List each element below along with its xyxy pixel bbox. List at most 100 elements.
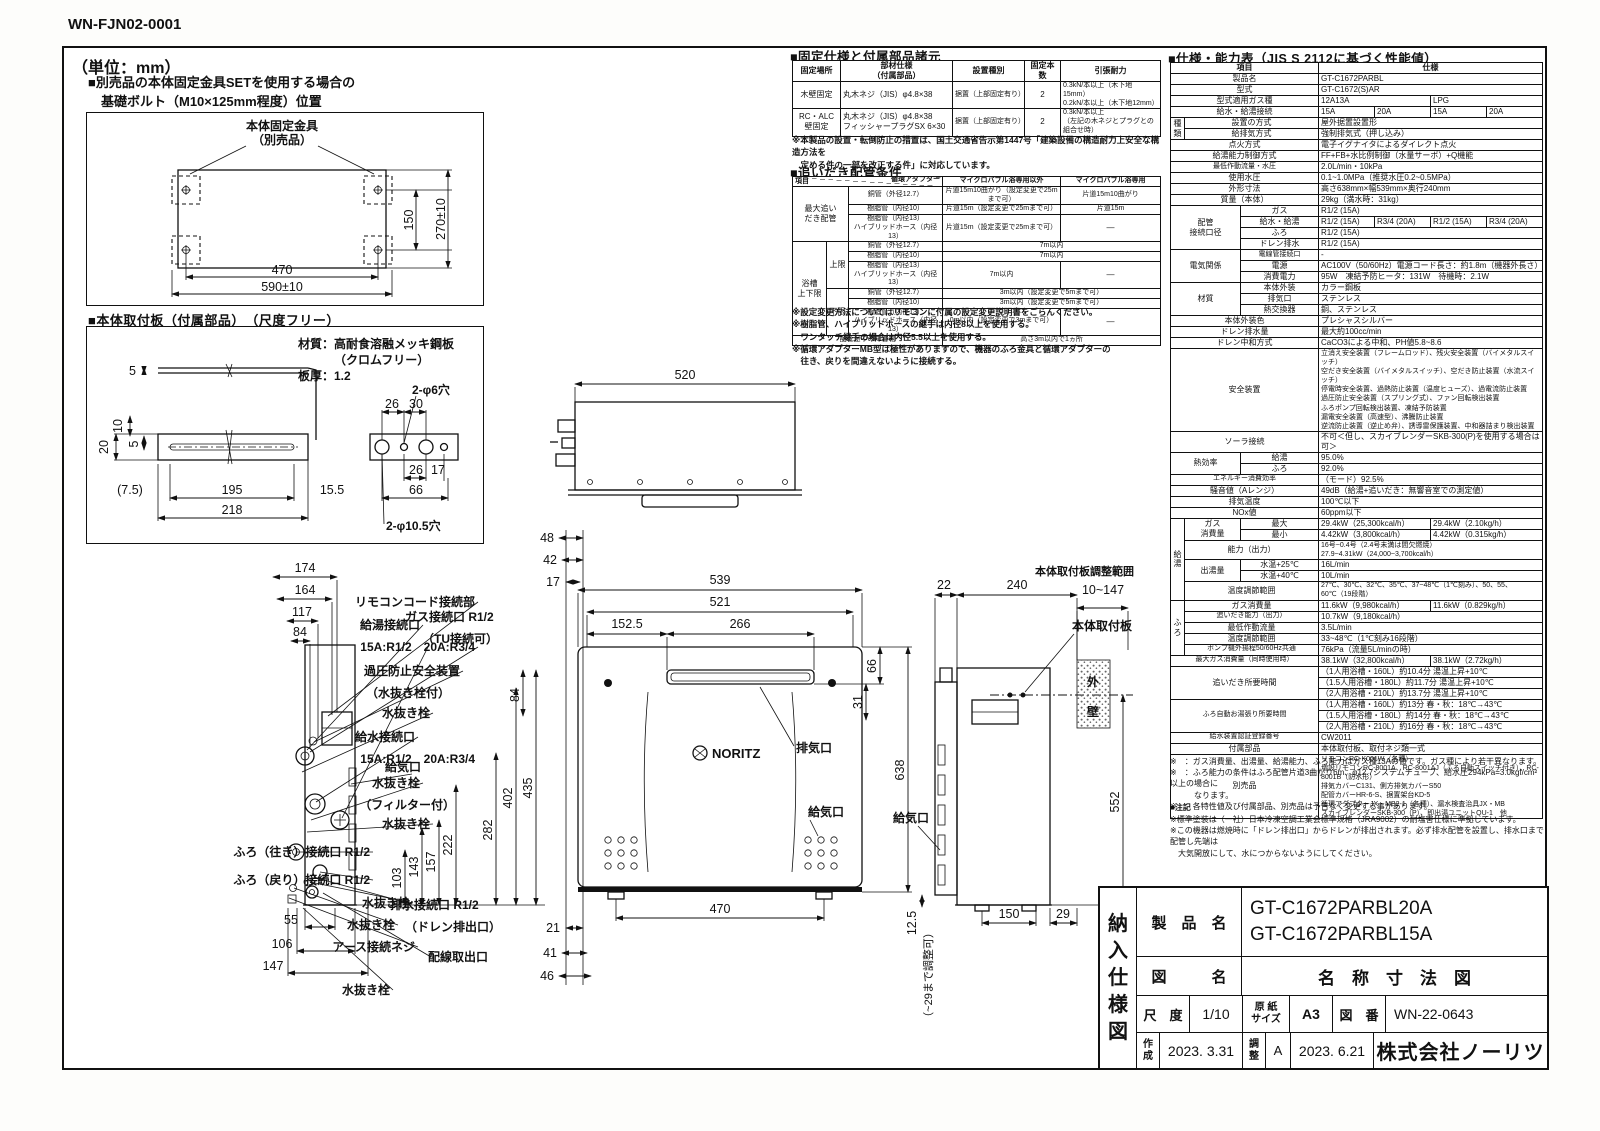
dim-117: 117 [292,605,312,619]
chuki-notes: ※標準塗装は（一社）日本冷凍空調工業会標準規格（JRA9002）の耐塩害仕様に準… [1170,814,1545,859]
plate-material-line2: （クロムフリー） [334,352,429,367]
table-cell: NOx値 [1170,506,1319,519]
table-cell: （2人用浴槽・210L）約16分 春・秋：18℃→43℃ [1318,720,1543,733]
table-cell: 固定場所 [792,60,841,82]
table-cell: 7m以内 [942,251,1162,262]
table-cell: 樹脂管（内径10） [847,204,944,215]
table-cell: 10.7kW（9,180kcal/h） [1318,610,1543,623]
table-cell: 排気温度 [1170,495,1319,508]
dim-470: 470 [272,263,293,277]
table-cell: 屋外据置設置形 [1318,117,1543,129]
table-cell: 給湯 [1240,451,1319,464]
table-cell: 0m以内（設定変更で3mまで可） [942,307,1062,336]
table-cell: 温度調節範囲 [1184,581,1319,601]
table-cell: CW2011 [1318,731,1543,744]
table-cell: 配管 接続口径 [1170,205,1241,250]
table-cell: ポンプ機外揚程50/60Hz共通 [1184,643,1319,656]
table-cell: 38.1kW（2.72kg/h） [1430,654,1543,667]
product-name-label: 製 品 名 [1137,888,1242,956]
anchor-bolt-diagram: 本体固定金具 （別売品） 150 270±10 470 590±10 [171,118,452,297]
dim-164: 164 [295,583,316,597]
table-cell: ― [1060,213,1162,243]
table-cell: 11.6kW（9,980kcal/h） [1318,599,1431,612]
table-cell: 銅、ステンレス [1318,304,1543,316]
dim-282: 282 [481,820,495,841]
top-view-screws [587,479,788,485]
table-cell: 据置（上部固定有り） [952,108,1025,137]
table-cell: - [1318,249,1543,261]
table-cell: 設置種別 [952,60,1025,82]
table-cell: 4.42kW（0.315kg/h） [1430,528,1543,541]
table-cell: 3.5L/min [1318,621,1543,634]
table-cell: 最大追い だき配管 [792,185,849,243]
table-cell: 固定本数 [1024,60,1061,82]
dim-106: 106 [272,937,293,951]
table-cell: （1人用浴槽・160L）約10.4分 湯温上昇+10℃ [1318,665,1543,678]
table-cell: 型式 [1170,84,1319,96]
note-line: ※標準塗装は（一社）日本冷凍空調工業会標準規格（JRA9002）の耐塩害仕様に準… [1170,815,1521,824]
noritz-logo: NORITZ [692,745,760,761]
label-furo-modori: ふろ（戻り）接続口 R1/2 [233,872,370,887]
table-cell: 付属部品 [1170,742,1319,755]
front-view-dims: 539 521 152.5 266 48 42 17 66 31 638 [540,530,912,985]
dim-157: 157 [424,852,438,873]
table-cell: 高さ638mm×幅539mm×奥行240mm [1318,183,1543,195]
table-cell: 29.4kW（25,300kcal/h） [1318,517,1431,530]
table-cell: 型式適用ガス種 [1170,95,1319,107]
table-cell: ソーラ接続 [1170,430,1319,453]
label-wiring: 配線取出口 [428,949,488,964]
label-kyuto-size: 15A:R1/2 20A:R3/4 [360,640,475,654]
dim-55: 55 [284,913,298,927]
table-cell: ステンレス [1318,293,1543,305]
drawing-name-value: 名 称 寸 法 図 [1318,968,1471,988]
table-cell: 最低作動流量・水圧 [1170,161,1319,173]
table-cell: R1/2 (15A) [1318,227,1543,239]
dim-103: 103 [390,868,404,889]
table-cell: 樹脂管（内径13） ハイブリッドホース（内径13） [847,260,944,290]
top-view-drawing: 520 [550,368,802,508]
label-drain2: （ドレン排出口） [405,919,501,934]
table-cell: 給水・給湯接続 [1170,106,1319,118]
table-cell: 追いだき所要時間 [1170,665,1319,700]
table-cell: 最大 [1240,517,1319,530]
table-cell: 0.1~1.0MPa（推奨水圧0.2~0.5MPa） [1318,172,1543,184]
label-mizunuki-filter: 水抜き栓 [372,775,420,790]
table-cell: 木壁固定 [792,80,841,110]
side-view-height-dims: 103 143 157 222 282 402 435 84 [357,669,545,906]
dim-plate-17: 17 [431,463,445,477]
dim-521: 521 [710,595,731,609]
table-cell: 最大ガス消費量（同時使用時） [1170,654,1319,667]
table-cell: 15A [1318,106,1375,118]
table-cell: 点火方式 [1170,139,1319,151]
table-cell: 95W 凍結予防ヒータ：131W 待機時：2.1W [1318,271,1543,283]
label-remocon: リモコンコード接続部 [355,594,475,609]
label-furo-iki: ふろ（往き）接続口 R1/2 [233,844,370,859]
table-cell: 33~48℃（1℃刻み16段階） [1318,632,1543,645]
table-cell: 能力（出力） [1184,539,1319,561]
dim-143: 143 [407,857,421,878]
table-cell: 強制排気式（押し込み） [1318,128,1543,140]
dim-29: 29 [1056,907,1070,921]
table-cell: 材質 [1170,282,1241,316]
dim-plate-75: (7.5) [117,483,143,497]
table-cell: GT-C1672PARBL [1318,73,1543,85]
anchor-fitting-label2: （別売品） [252,132,312,147]
table-cell: 27℃、30℃、32℃、35℃、37~48℃（1℃刻み）、50、55、60℃（1… [1318,581,1543,601]
label-gas: ガス接続口 R1/2 [405,609,494,624]
dim-84v: 84 [508,688,522,702]
table-cell: 最大約100cc/min [1318,326,1543,338]
note-line: ※循環アダプターMB型は極性がありますので、機器のふろ金具と循環アダプターの [792,343,1111,354]
dim-590: 590±10 [261,280,303,294]
dim-42: 42 [543,553,557,567]
table-cell: 最低作動流量 [1184,621,1319,634]
table-cell: 樹脂管（内径10） [847,251,944,262]
dim-266: 266 [730,617,751,631]
table-cell: マイクロバブル浴専用 [1060,176,1162,187]
paper-size-label: 原 紙 サイズ [1243,996,1290,1032]
table-cell: 別売品 [1170,753,1319,820]
note-line: ワンタッチ継手の場合は内径5.5以上を使用する。 [792,331,991,342]
table-cell: （1.5人用浴槽・180L）約11.7分 湯温上昇+10℃ [1318,676,1543,689]
dim-plate-10: 10 [111,419,125,433]
plate-hole6-label: 2-φ6穴 [412,382,450,397]
dim-638: 638 [893,760,907,781]
